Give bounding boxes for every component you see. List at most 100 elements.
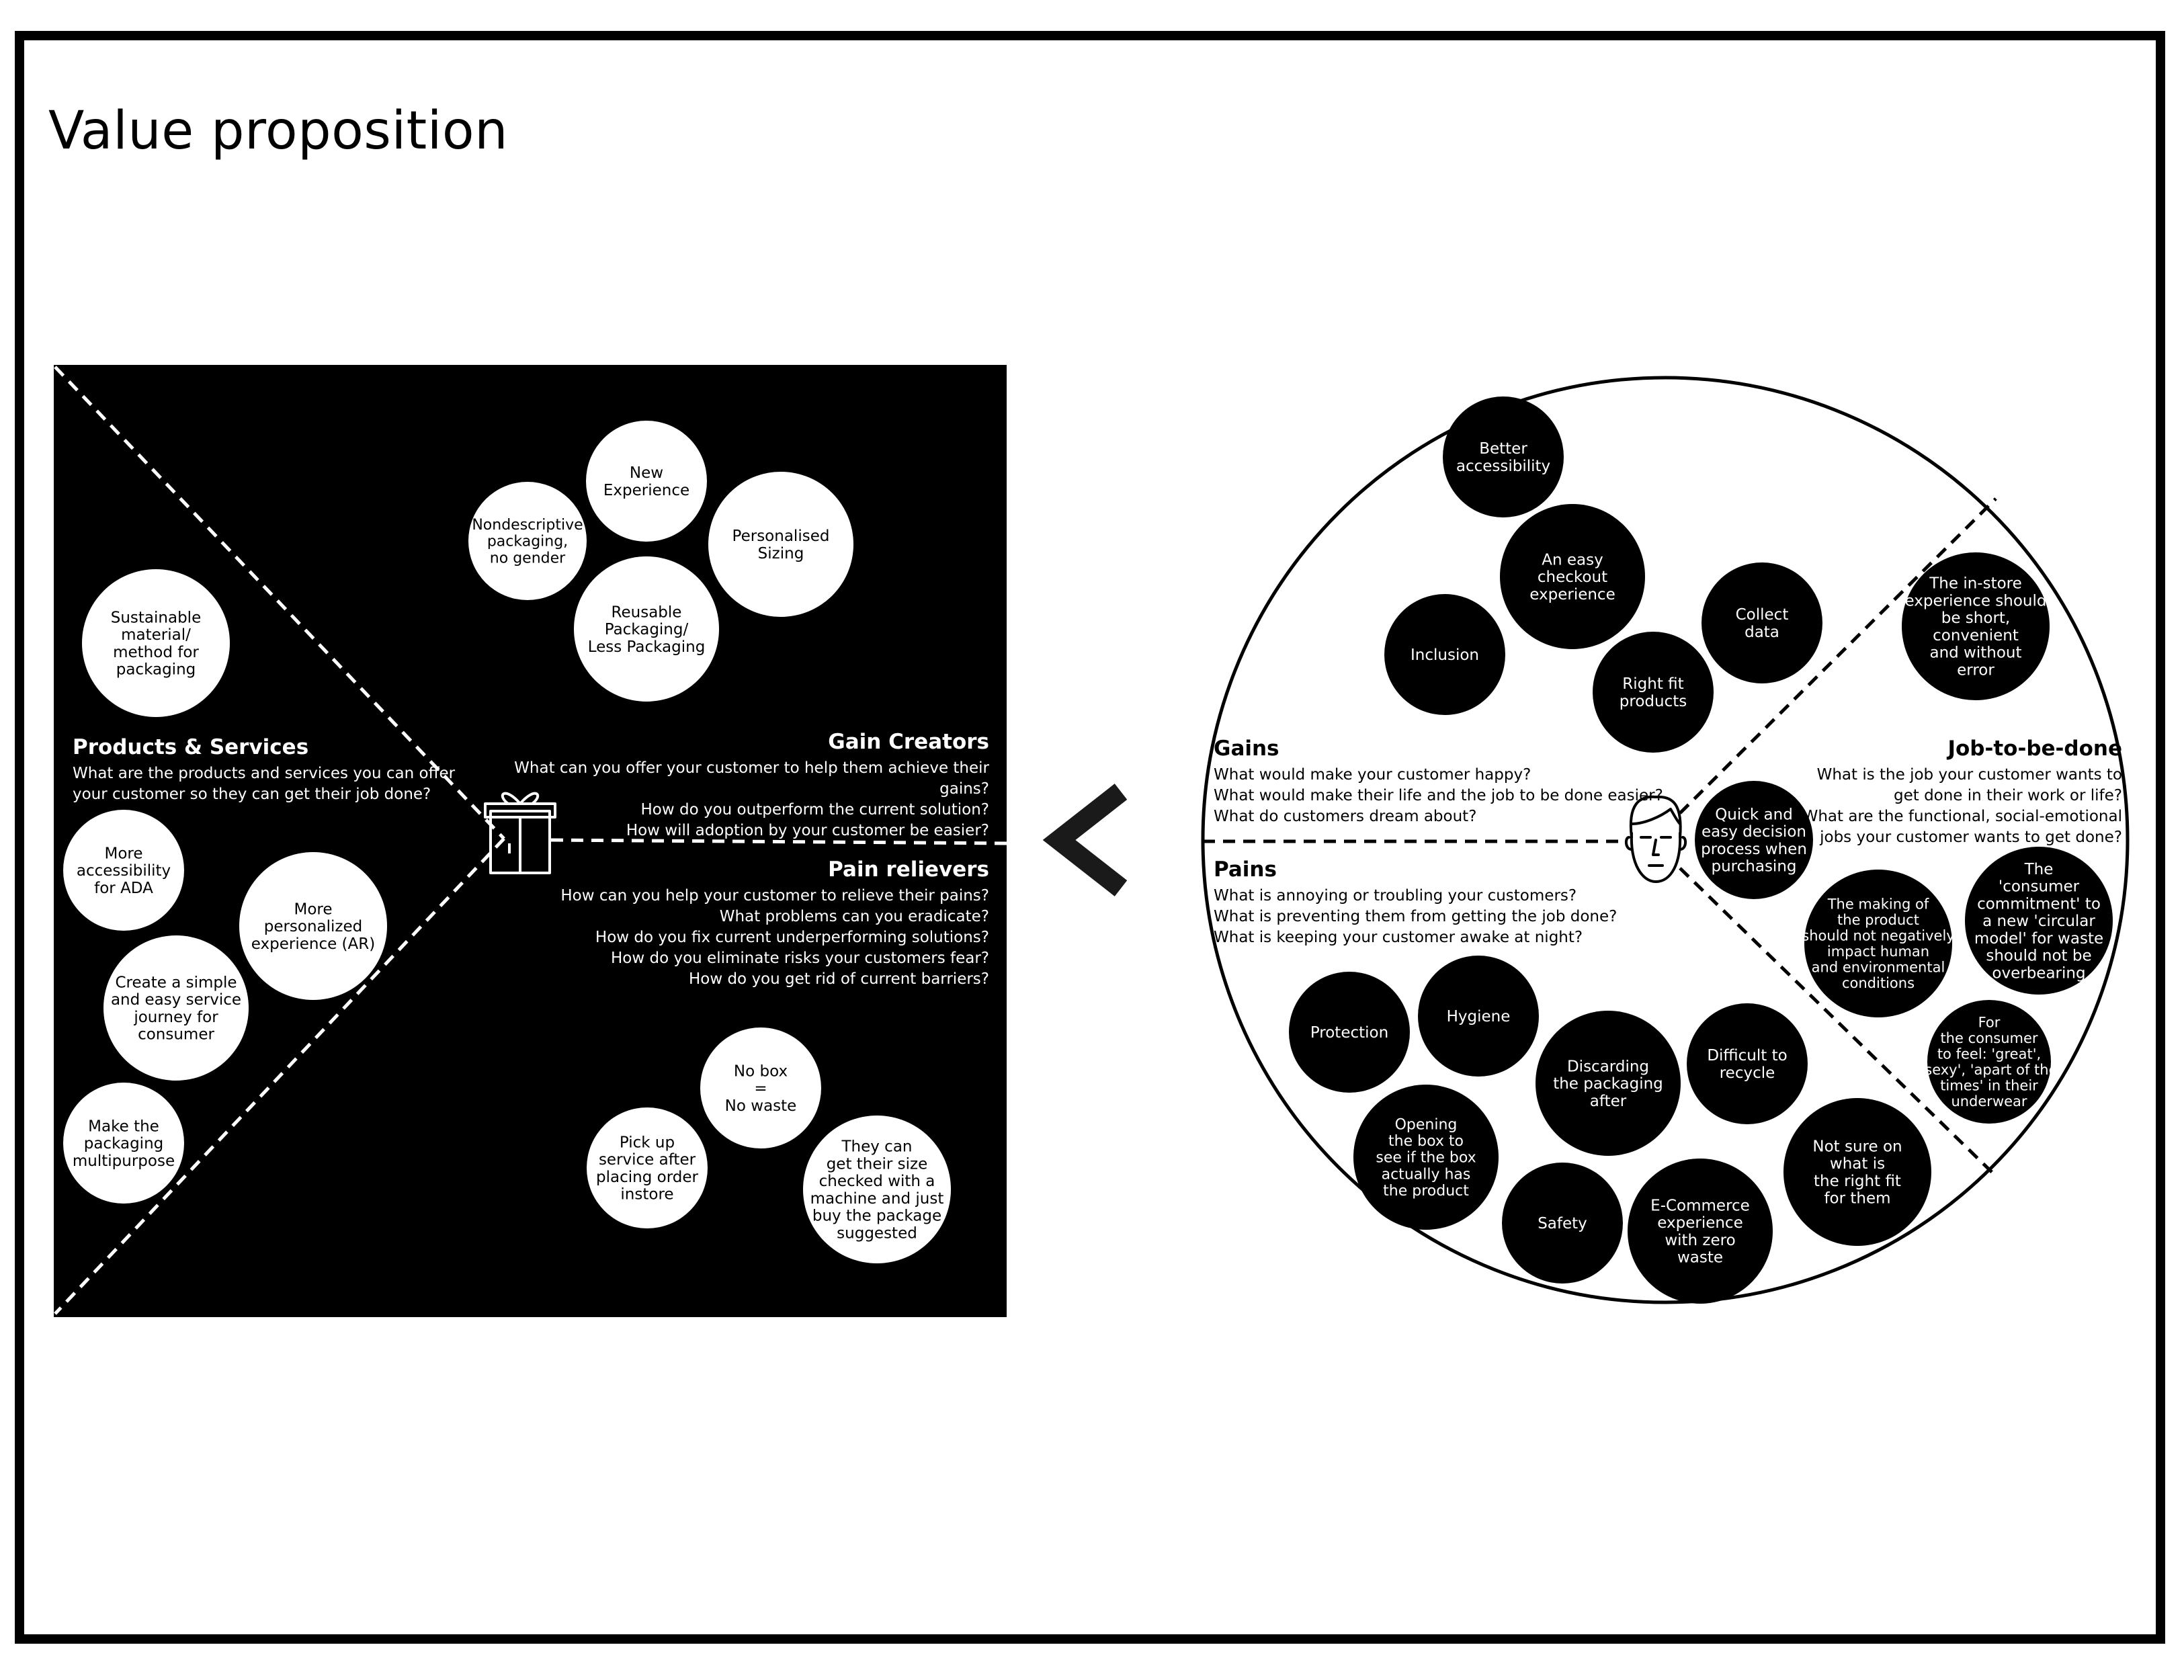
dot-consumer-commitment-line-6: should not be — [1986, 948, 2091, 965]
dot-more-accessibility-ada-circle — [63, 810, 184, 931]
dot-opening-the-box-circle — [1353, 1085, 1499, 1230]
dot-safety[interactable]: Safety — [1502, 1163, 1623, 1284]
dot-simple-service-journey-line-3: journey for — [133, 1009, 218, 1026]
dot-easy-checkout-line-3: experience — [1529, 586, 1615, 603]
dot-instore-experience-circle — [1902, 552, 2050, 700]
dot-sustainable-material-line-3: method for — [113, 644, 199, 661]
dot-protection[interactable]: Protection — [1289, 972, 1410, 1093]
jobs-question-1: What is the job your customer wants to — [1816, 766, 2122, 784]
dot-size-check-machine-line-3: checked with a — [819, 1173, 935, 1190]
dot-consumer-feeling-line-4: 'sexy', 'apart of the — [1921, 1062, 2057, 1078]
slide-frame — [15, 31, 2165, 1644]
dot-not-sure-right-fit-line-1: Not sure on — [1812, 1138, 1902, 1155]
dot-nondescriptive-packaging-circle — [468, 482, 587, 600]
dot-inclusion[interactable]: Inclusion — [1384, 594, 1505, 715]
dot-quick-decision-line-1: Quick and — [1715, 806, 1793, 823]
dot-hygiene-line-1: Hygiene — [1447, 1008, 1511, 1025]
dot-not-sure-right-fit-line-2: what is — [1830, 1155, 1885, 1173]
dot-product-making-impact-line-4: impact human — [1827, 943, 1929, 960]
dot-new-experience-line-2: Experience — [603, 482, 689, 499]
dot-consumer-commitment-circle — [1965, 847, 2113, 995]
dot-pick-up-service-line-1: Pick up — [620, 1134, 675, 1151]
dot-better-accessibility-line-1: Better — [1479, 440, 1527, 458]
dot-instore-experience-line-3: be short, — [1941, 610, 2010, 627]
jobs-heading: Job-to-be-done — [1947, 737, 2122, 761]
jobs-block: Job-to-be-done What is the job your cust… — [1803, 737, 2122, 848]
dot-difficult-to-recycle-line-2: recycle — [1720, 1064, 1775, 1082]
dot-consumer-commitment-line-2: 'consumer — [1999, 878, 2080, 896]
dot-opening-the-box-line-4: actually has — [1382, 1166, 1471, 1183]
dot-collect-data-line-2: data — [1745, 624, 1779, 641]
dot-size-check-machine-circle — [803, 1116, 951, 1263]
gain-creators-question-1: What can you offer your customer to help… — [514, 759, 989, 777]
jobs-question-4: jobs your customer wants to get done? — [1820, 829, 2122, 846]
dot-hygiene-circle — [1418, 956, 1539, 1077]
dot-hygiene[interactable]: Hygiene — [1418, 956, 1539, 1077]
gain-creators-question-4: How will adoption by your customer be ea… — [626, 822, 989, 839]
products-services-block: Products & Services What are the product… — [73, 735, 455, 805]
dot-simple-service-journey-circle — [103, 935, 249, 1081]
pain-relievers-question-5: How do you get rid of current barriers? — [688, 970, 989, 988]
dot-no-box-no-waste[interactable]: No box=No waste — [700, 1027, 821, 1148]
pains-question-1: What is annoying or troubling your custo… — [1214, 887, 1577, 905]
dot-consumer-commitment-line-7: overbearing — [1992, 964, 2085, 982]
dot-pick-up-service-line-4: instore — [620, 1186, 673, 1204]
dot-consumer-feeling-line-6: underwear — [1951, 1093, 2027, 1109]
dot-new-experience-circle — [586, 421, 707, 542]
dot-size-check-machine-line-4: machine and just — [810, 1190, 944, 1208]
dot-instore-experience-line-1: The in-store — [1929, 575, 2022, 593]
dot-instore-experience-line-4: convenient — [1933, 627, 2019, 644]
pain-relievers-question-1: How can you help your customer to reliev… — [560, 887, 989, 905]
dot-size-check-machine-line-6: suggested — [837, 1224, 917, 1242]
dot-safety-line-1: Safety — [1538, 1215, 1587, 1232]
dot-difficult-to-recycle-line-1: Difficult to — [1707, 1047, 1787, 1064]
pain-relievers-heading: Pain relievers — [828, 857, 989, 882]
dot-consumer-feeling-line-3: to feel: 'great', — [1937, 1046, 2041, 1062]
dot-personalised-sizing-line-2: Sizing — [758, 545, 804, 562]
dot-collect-data-line-1: Collect — [1736, 606, 1789, 624]
dot-quick-decision-line-3: process when — [1701, 841, 1807, 858]
dot-personalized-experience-ar-line-3: experience (AR) — [251, 935, 375, 953]
dot-not-sure-right-fit-line-3: the right fit — [1814, 1173, 1901, 1190]
dot-quick-decision-line-2: easy decision — [1702, 823, 1806, 841]
pain-relievers-question-2: What problems can you eradicate? — [719, 908, 989, 925]
dot-sustainable-material-line-1: Sustainable — [111, 609, 201, 626]
dot-multipurpose-packaging-line-3: multipurpose — [73, 1152, 175, 1170]
dot-discarding-packaging-line-2: the packaging — [1553, 1075, 1663, 1093]
dot-size-check-machine-line-5: buy the package — [812, 1208, 941, 1225]
dot-multipurpose-packaging-line-1: Make the — [88, 1118, 159, 1135]
dot-consumer-feeling-circle — [1927, 1000, 2051, 1124]
pains-question-3: What is keeping your customer awake at n… — [1214, 929, 1583, 946]
dot-better-accessibility-line-2: accessibility — [1456, 458, 1550, 475]
gain-creators-heading: Gain Creators — [828, 730, 989, 754]
dot-consumer-feeling-line-1: For — [1978, 1015, 2001, 1031]
dot-multipurpose-packaging-circle — [63, 1083, 184, 1204]
dot-protection-line-1: Protection — [1310, 1024, 1388, 1042]
dot-simple-service-journey-line-4: consumer — [138, 1026, 214, 1044]
